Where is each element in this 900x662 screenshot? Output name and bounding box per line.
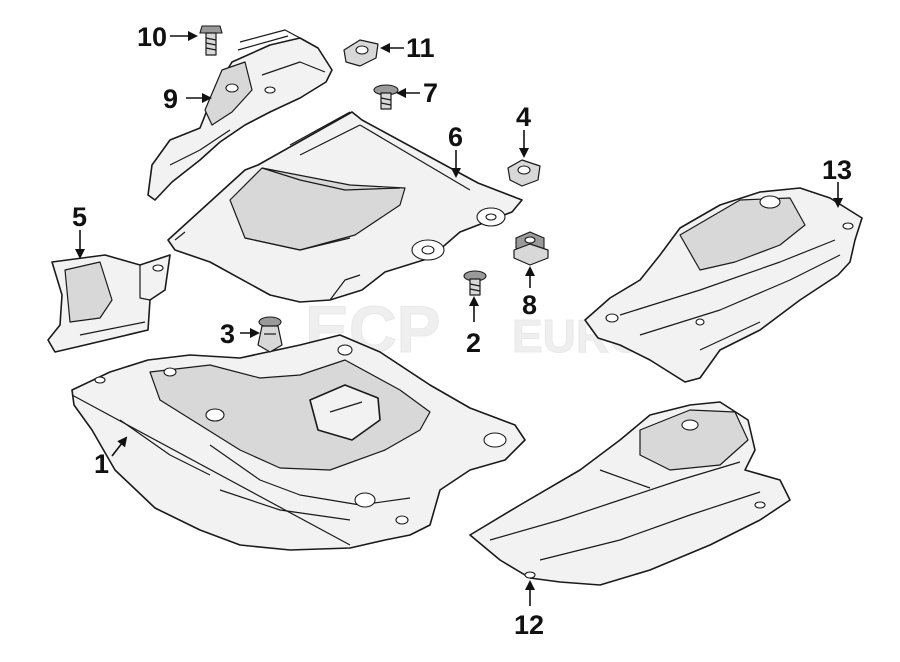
callout-4: 4 (516, 102, 531, 132)
callout-7: 7 (423, 78, 438, 108)
callout-6: 6 (448, 122, 463, 152)
fastener-4-clip (507, 159, 541, 187)
part-12-right-lower-shield (469, 401, 791, 586)
callout-5: 5 (72, 202, 87, 232)
callout-labels: 10 11 7 9 4 6 13 5 8 2 3 1 12 (72, 22, 852, 640)
callout-12: 12 (514, 610, 544, 640)
fastener-7-bolt (373, 84, 399, 110)
callout-11: 11 (406, 33, 435, 63)
callout-13: 13 (822, 155, 852, 185)
part-1-main-shield (71, 334, 526, 551)
callout-10: 10 (137, 22, 167, 52)
leader-1 (111, 436, 128, 457)
callout-1: 1 (94, 449, 109, 479)
part-13-right-shield (584, 187, 863, 383)
part-5-side-bracket (47, 254, 171, 353)
callout-9: 9 (163, 84, 178, 114)
callout-8: 8 (522, 290, 537, 320)
part-9-bracket (147, 29, 333, 201)
fastener-10-bolt (199, 25, 223, 56)
leader-arrows (75, 31, 843, 606)
fastener-11-clip (343, 39, 379, 67)
fastener-3-clip (257, 316, 283, 353)
part-6-center-shield (167, 111, 523, 303)
fastener-8-nut (513, 231, 549, 266)
fastener-2-bolt (463, 270, 487, 296)
callout-2: 2 (466, 328, 481, 358)
callout-3: 3 (220, 319, 235, 349)
